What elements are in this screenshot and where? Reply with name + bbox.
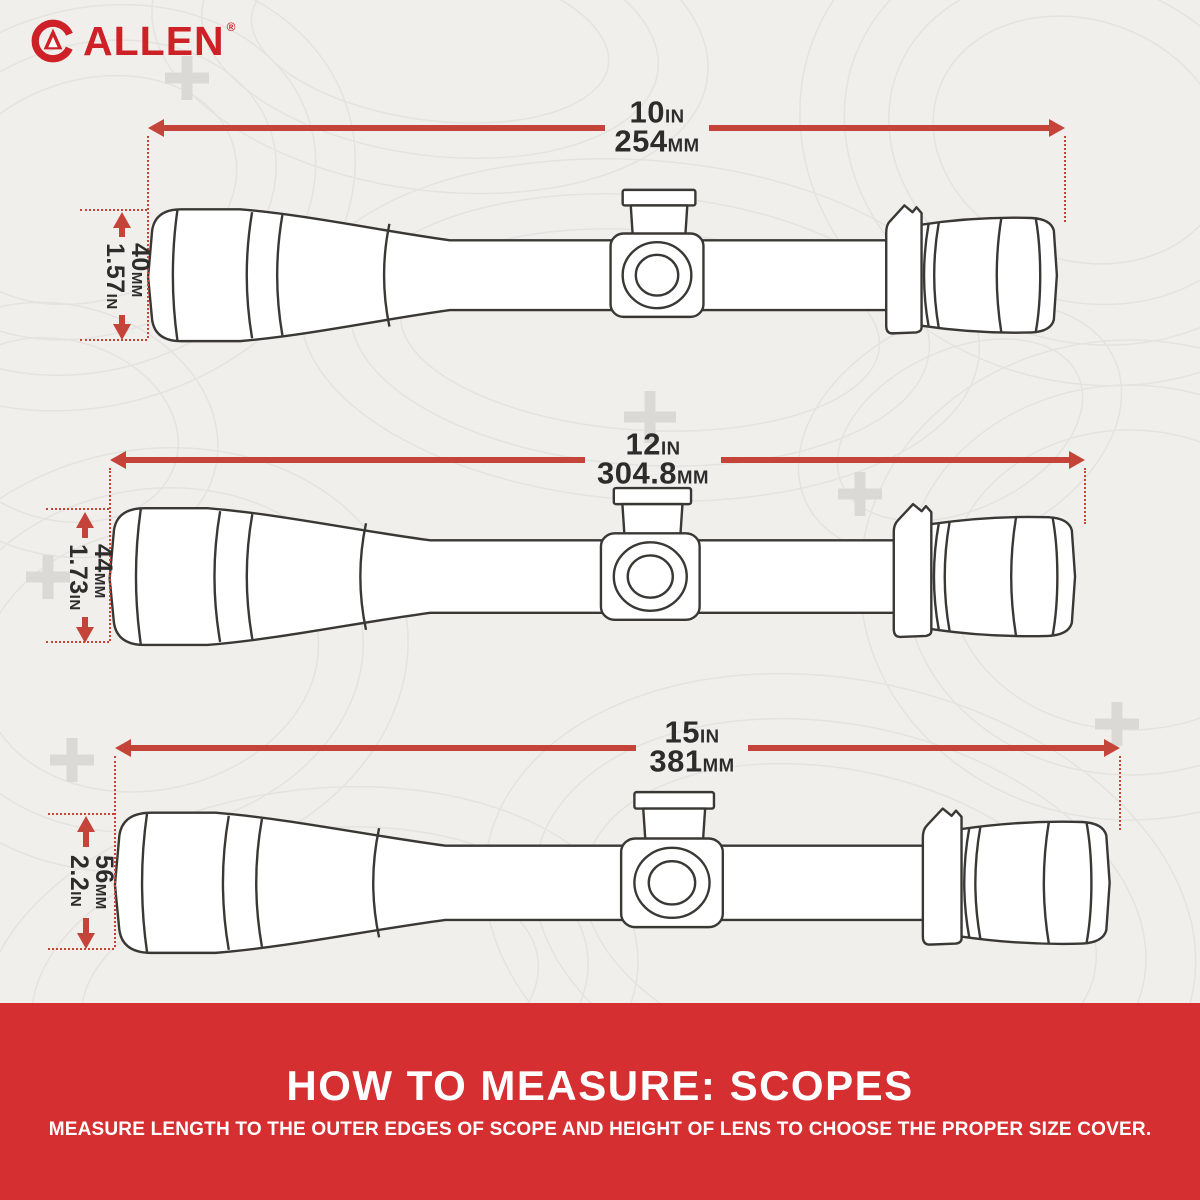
height-dim: 2.2in 56mm — [65, 816, 118, 949]
allen-logo: ALLEN ® — [30, 18, 236, 64]
arrow-up-icon — [77, 816, 95, 832]
height-label: 2.2in 56mm — [65, 855, 118, 910]
banner-subtitle: MEASURE LENGTH TO THE OUTER EDGES OF SCO… — [48, 1119, 1152, 1140]
banner-title: HOW TO MEASURE: SCOPES — [286, 1062, 914, 1109]
extension-line — [109, 468, 111, 641]
allen-circle-a-icon — [31, 19, 75, 63]
extension-line — [80, 339, 147, 341]
length-label: 10in 254mm — [614, 94, 700, 159]
extension-line — [1064, 136, 1066, 222]
registered-trademark: ® — [226, 20, 236, 34]
height-label: 1.57in 40mm — [101, 242, 154, 310]
length-dim-line — [123, 457, 585, 463]
brand-name: ALLEN — [83, 18, 225, 64]
extension-line — [48, 948, 114, 950]
scope-drawing-1 — [146, 188, 1059, 343]
arrow-down-icon — [77, 933, 95, 949]
height-dim: 1.73in 44mm — [64, 512, 117, 643]
arrow-left-icon — [148, 119, 164, 137]
length-dim-line — [748, 745, 1107, 751]
extension-line — [1119, 756, 1121, 830]
extension-line — [1084, 468, 1086, 524]
arrow-up-icon — [113, 212, 131, 228]
arrow-right-icon — [1049, 119, 1065, 137]
scope-drawing-2 — [108, 486, 1077, 647]
length-dim-line — [721, 457, 1072, 463]
plus-marks — [26, 56, 1139, 782]
extension-line — [114, 756, 116, 947]
arrow-up-icon — [76, 512, 94, 528]
length-dim-line — [128, 745, 636, 751]
height-dim: 1.57in 40mm — [101, 212, 154, 340]
height-label: 1.73in 44mm — [64, 544, 117, 611]
length-dim-line — [709, 125, 1052, 131]
arrow-left-icon — [110, 451, 126, 469]
length-label: 15in 381mm — [649, 714, 735, 779]
extension-line — [48, 813, 114, 815]
arrow-right-icon — [1104, 739, 1120, 757]
bottom-banner: HOW TO MEASURE: SCOPES MEASURE LENGTH TO… — [0, 1003, 1200, 1200]
length-dim-line — [161, 125, 605, 131]
arrow-right-icon — [1069, 451, 1085, 469]
arrow-down-icon — [113, 323, 131, 340]
extension-line — [80, 209, 147, 211]
arrow-down-icon — [76, 626, 94, 643]
length-label: 12in 304.8mm — [596, 426, 710, 491]
extension-line — [46, 508, 109, 510]
arrow-left-icon — [115, 739, 131, 757]
scope-drawing-3 — [113, 790, 1111, 955]
extension-line — [147, 136, 149, 338]
